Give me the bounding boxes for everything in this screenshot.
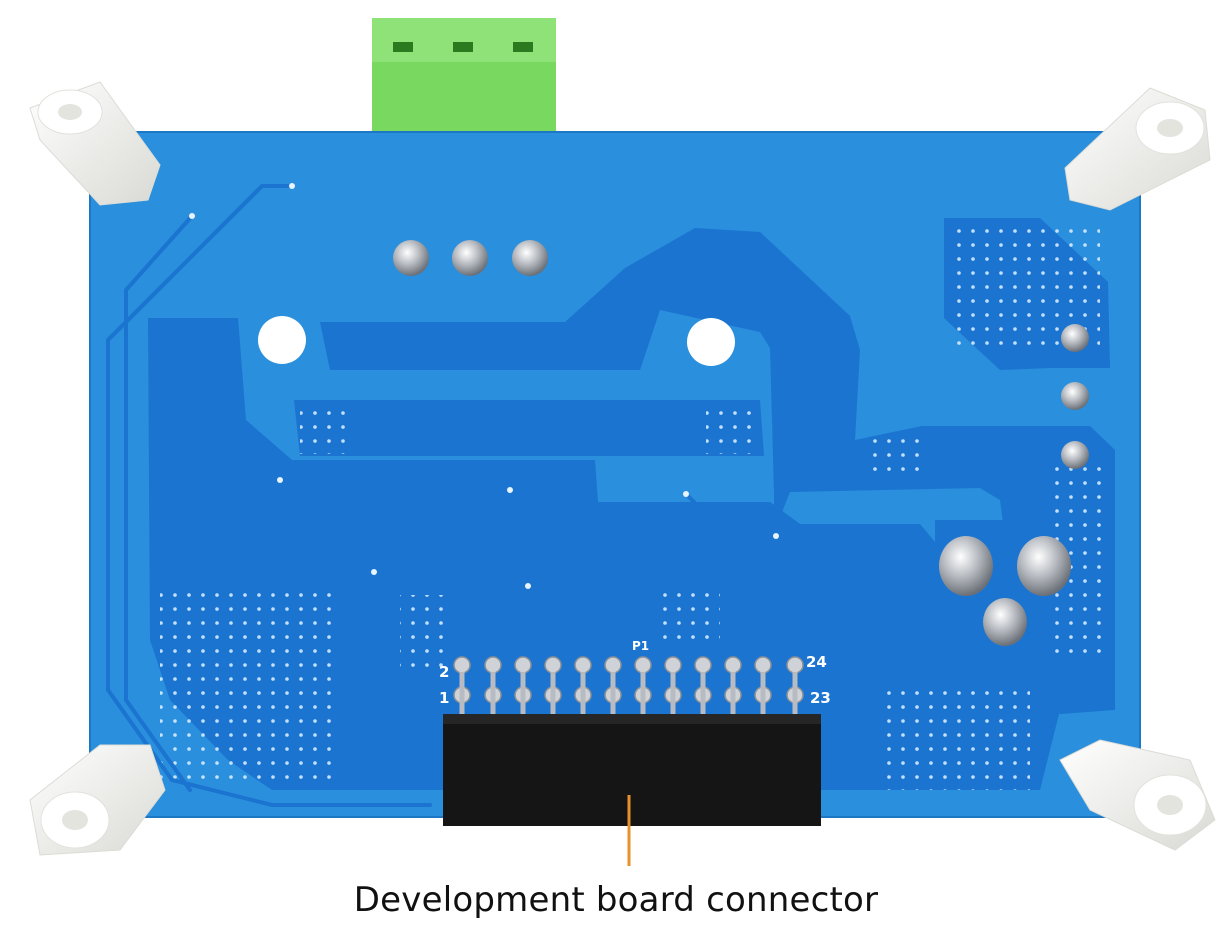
circuit-board: P1 2 1 24 23	[89, 131, 1141, 818]
standoff-top-right	[1064, 87, 1211, 211]
standoff-top-left	[29, 81, 161, 206]
solder-joints	[393, 240, 1089, 646]
header-connector	[443, 714, 821, 826]
traces	[106, 184, 987, 807]
test-points	[189, 183, 779, 589]
standoff-bottom-right	[1059, 739, 1216, 851]
callout-label: Development board connector	[353, 880, 879, 920]
pin-label-23: 23	[810, 689, 831, 707]
terminal-block	[372, 18, 556, 136]
mounting-hole	[687, 318, 735, 366]
pin-label-1: 1	[439, 689, 449, 707]
standoff-bottom-left	[29, 744, 166, 856]
mounting-hole	[258, 316, 306, 364]
pin-label-24: 24	[806, 653, 827, 671]
pin-legs	[459, 672, 798, 718]
silkscreen-ref: P1	[632, 639, 649, 653]
pin-label-2: 2	[439, 663, 449, 681]
